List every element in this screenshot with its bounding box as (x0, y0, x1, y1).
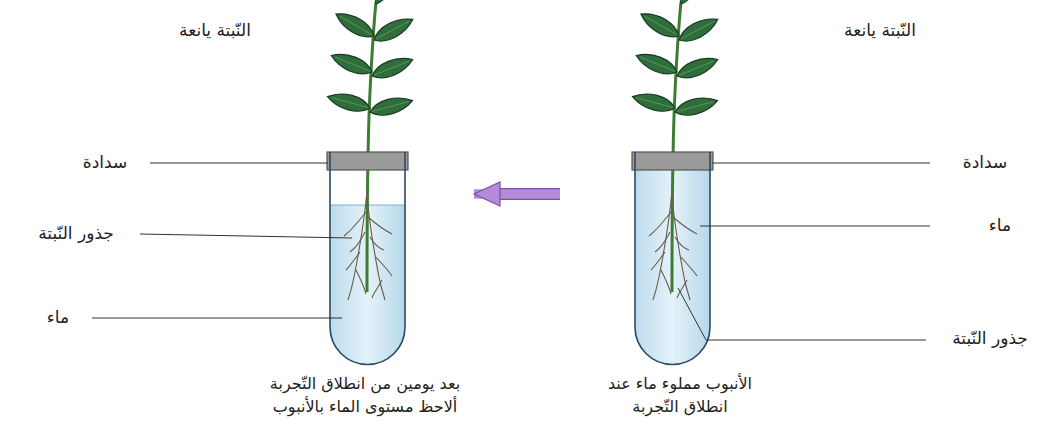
stage-caption: الأنبوب مملوء ماء عند انطلاق التّجربة (595, 372, 765, 418)
stopper (632, 152, 713, 170)
part-label: جذور النّبتة (38, 221, 114, 246)
stopper (327, 152, 408, 170)
test-tube-lowered (326, 0, 417, 375)
part-label: سدادة (963, 150, 1007, 175)
process-arrow (474, 189, 560, 199)
plant-state-heading: النّبتة يانعة (844, 18, 916, 43)
part-label: جذور النّبتة (952, 326, 1028, 351)
leader-lines (92, 163, 930, 340)
stage-caption: بعد يومين من انطلاق التّجربة ألاحظ مستوى… (258, 372, 472, 418)
part-label: ماء (989, 213, 1011, 238)
part-label: سدادة (83, 150, 127, 175)
test-tube-full (631, 0, 722, 370)
plant-state-heading: النّبتة يانعة (179, 18, 251, 43)
experiment-setup: النّبتة يانعة بعد يومين من انطلاق التّجرب… (138, 4, 474, 434)
experiment-setup: النّبتة يانعة الأنبوب مملوء ماء عند انطلا… (560, 4, 960, 434)
part-label: ماء (47, 305, 69, 330)
